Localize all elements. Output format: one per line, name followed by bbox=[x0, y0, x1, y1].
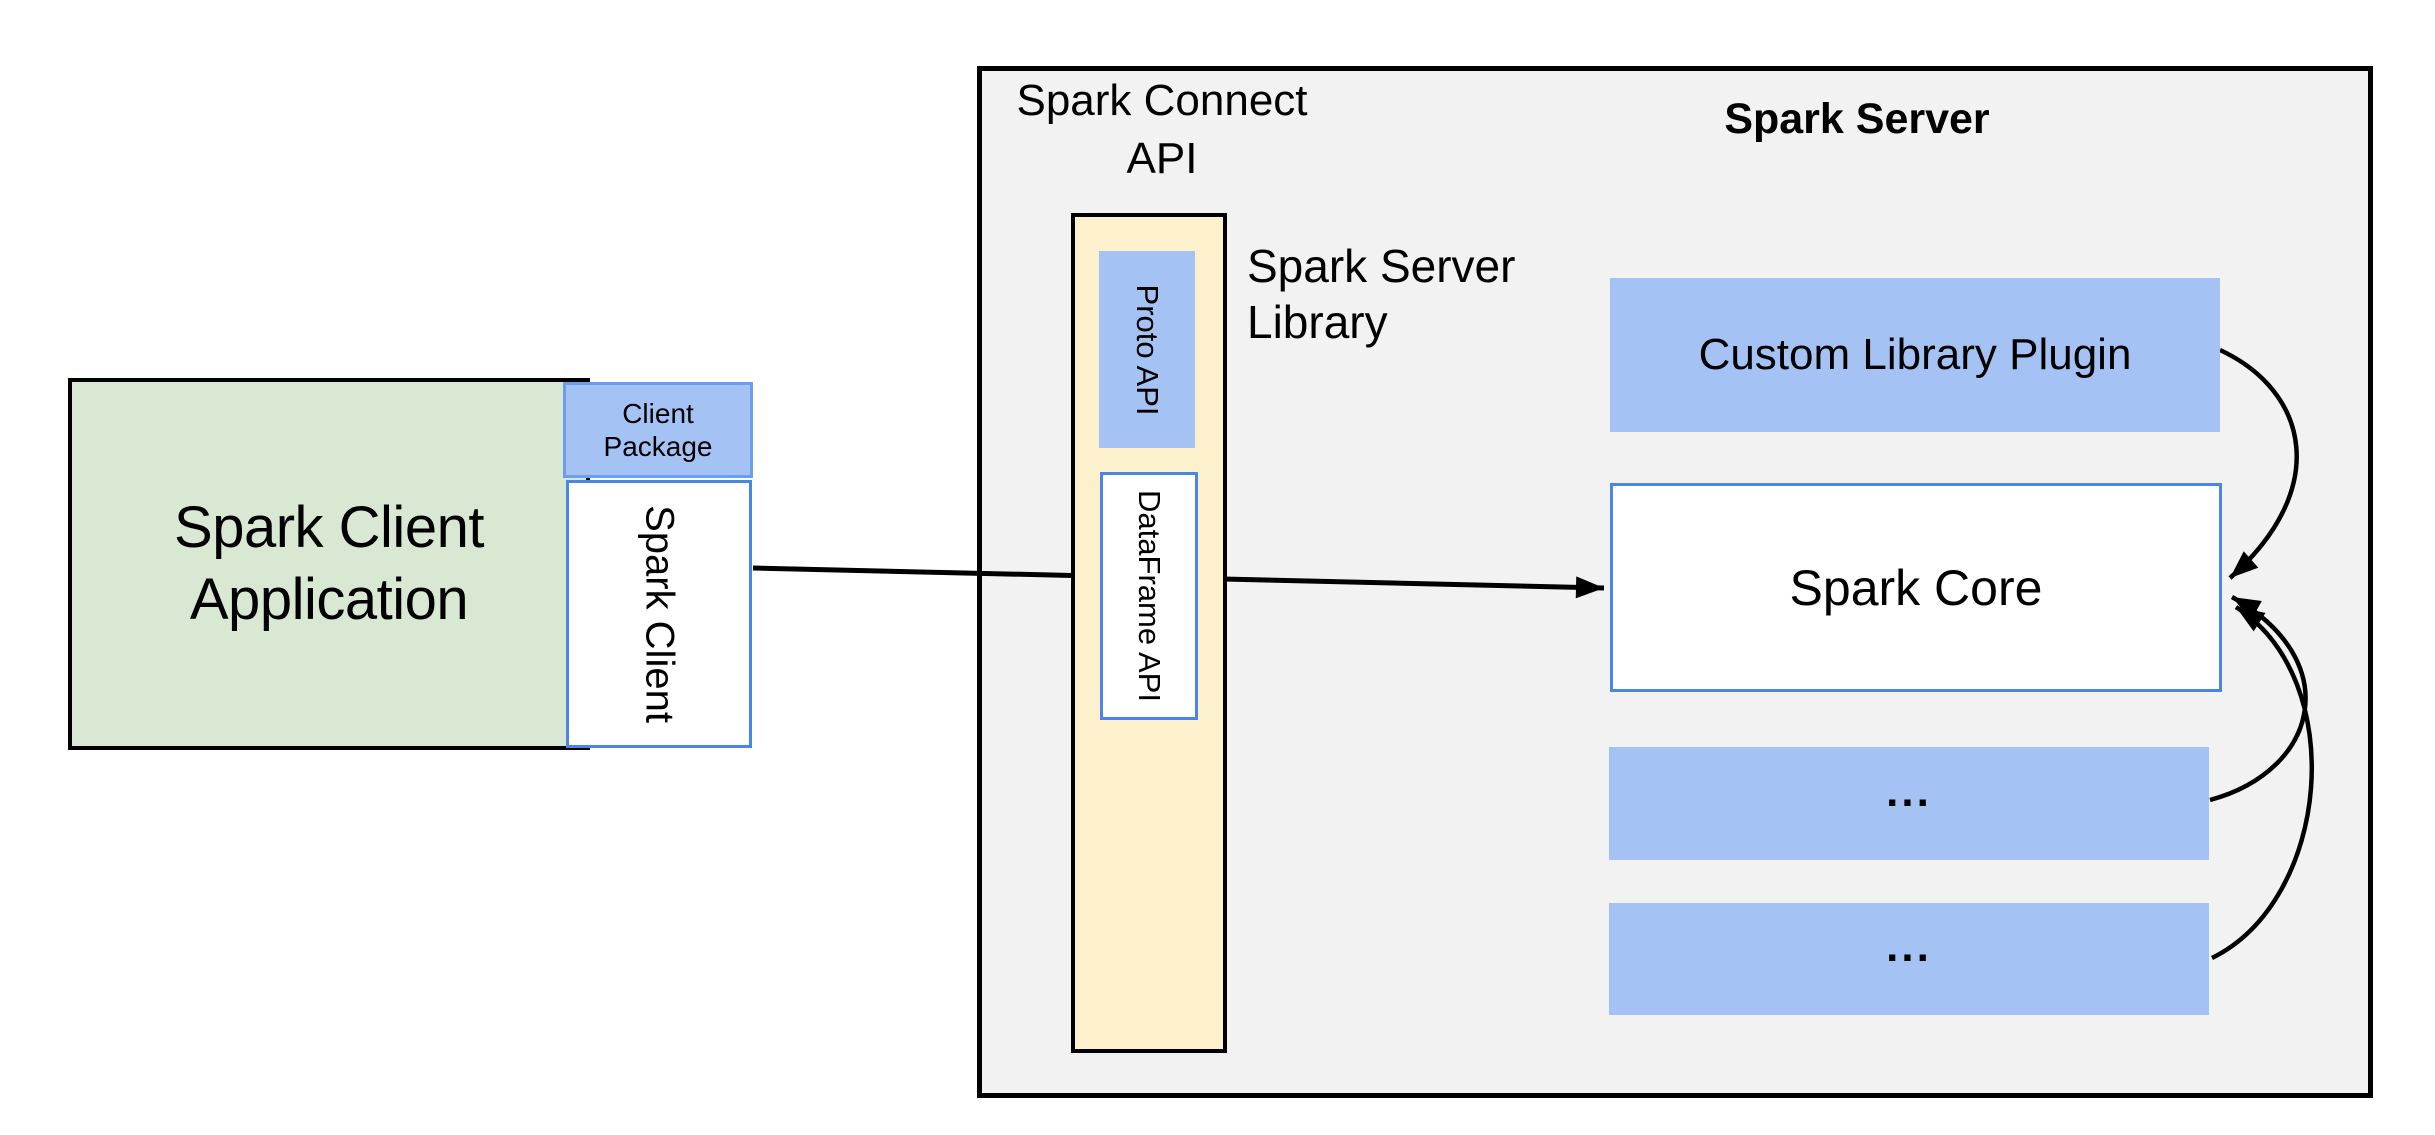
spark-client-label: Spark Client bbox=[637, 505, 682, 723]
server-module-box-2: ... bbox=[1609, 903, 2209, 1015]
spark-server-library-label-line2: Library bbox=[1247, 296, 1388, 348]
custom-library-plugin-label: Custom Library Plugin bbox=[1698, 330, 2132, 379]
server-module-2-label: ... bbox=[1886, 922, 1932, 971]
spark-server-title: Spark Server bbox=[1724, 95, 1990, 143]
spark-core-box: Spark Core bbox=[1610, 483, 2222, 692]
dataframe-api-label: DataFrame API bbox=[1132, 490, 1167, 702]
client-application-box: Spark Client Application bbox=[68, 378, 590, 750]
spark-connect-api-title: Spark Connect API bbox=[972, 72, 1352, 188]
spark-connect-api-title-line2: API bbox=[1126, 134, 1198, 183]
proto-api-box: Proto API bbox=[1099, 251, 1195, 448]
spark-connect-api-title-line1: Spark Connect bbox=[1016, 76, 1308, 125]
spark-client-box: Spark Client bbox=[566, 480, 752, 748]
spark-server-library-label-line1: Spark Server bbox=[1247, 240, 1516, 292]
spark-core-label: Spark Core bbox=[1789, 559, 2043, 616]
client-package-box: Client Package bbox=[563, 382, 753, 478]
server-module-1-label: ... bbox=[1886, 766, 1932, 816]
spark-server-library-label: Spark Server Library bbox=[1247, 238, 1515, 350]
proto-api-label: Proto API bbox=[1130, 284, 1165, 415]
custom-library-plugin-box: Custom Library Plugin bbox=[1610, 278, 2220, 432]
client-package-label-line2: Package bbox=[603, 431, 713, 462]
client-application-label-line2: Application bbox=[189, 567, 469, 632]
dataframe-api-box: DataFrame API bbox=[1100, 472, 1198, 720]
client-application-label-line1: Spark Client bbox=[174, 495, 484, 560]
client-package-label-line1: Client bbox=[622, 398, 694, 429]
server-module-box-1: ... bbox=[1609, 747, 2209, 860]
